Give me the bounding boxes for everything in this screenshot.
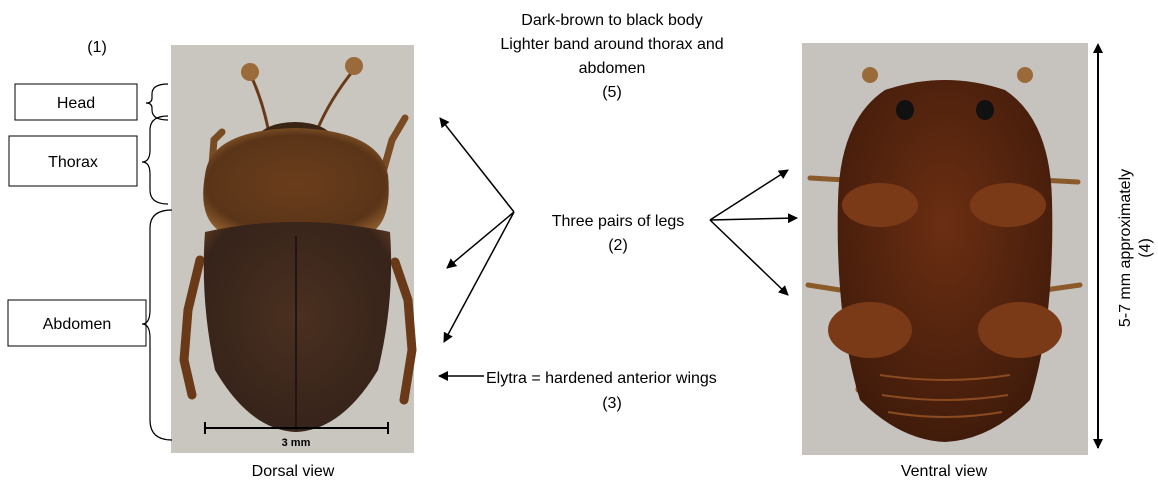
head-label: Head xyxy=(57,95,95,112)
panel-number: (1) xyxy=(87,39,107,56)
head-bracket xyxy=(146,84,168,120)
legs-label: Three pairs of legs xyxy=(552,213,685,230)
antenna-club xyxy=(345,57,363,75)
elytra-number: (3) xyxy=(602,395,622,412)
beetle-thorax xyxy=(203,128,389,230)
arrow xyxy=(710,170,788,220)
leg-plate xyxy=(970,183,1046,227)
thorax-bracket xyxy=(142,116,168,204)
size-number: (4) xyxy=(1137,238,1154,258)
leg-plate xyxy=(978,302,1062,358)
antenna-club xyxy=(862,67,878,83)
beetle-eye xyxy=(976,100,994,120)
dorsal-photo: 3 mm xyxy=(171,45,414,453)
size-label: 5-7 mm approximately xyxy=(1117,169,1134,327)
leg-plate xyxy=(828,302,912,358)
body-color-line-1: Dark-brown to black body xyxy=(521,12,702,29)
beetle-eye xyxy=(896,100,914,120)
elytra-label: Elytra = hardened anterior wings xyxy=(486,370,717,387)
antenna-club xyxy=(1017,67,1033,83)
ventral-photo xyxy=(802,43,1088,455)
abdomen-bracket xyxy=(142,210,172,440)
body-color-line-2: Lighter band around thorax and xyxy=(500,36,723,53)
arrow xyxy=(710,218,797,220)
ventral-caption: Ventral view xyxy=(901,463,988,480)
leg-arrows-left xyxy=(440,118,514,342)
abdomen-label: Abdomen xyxy=(43,316,112,333)
ventral-body xyxy=(838,80,1053,442)
dorsal-caption: Dorsal view xyxy=(252,463,335,480)
body-color-number: (5) xyxy=(602,84,622,101)
leg-plate xyxy=(842,183,918,227)
leg-arrows-right xyxy=(710,170,797,295)
arrow xyxy=(440,118,514,212)
arrow xyxy=(710,220,788,295)
antenna-club xyxy=(241,63,259,81)
arrow xyxy=(444,212,514,342)
thorax-label: Thorax xyxy=(48,154,98,171)
body-color-line-3: abdomen xyxy=(579,60,646,77)
scale-bar-label: 3 mm xyxy=(282,437,311,449)
legs-number: (2) xyxy=(608,237,628,254)
arrow xyxy=(447,212,514,268)
